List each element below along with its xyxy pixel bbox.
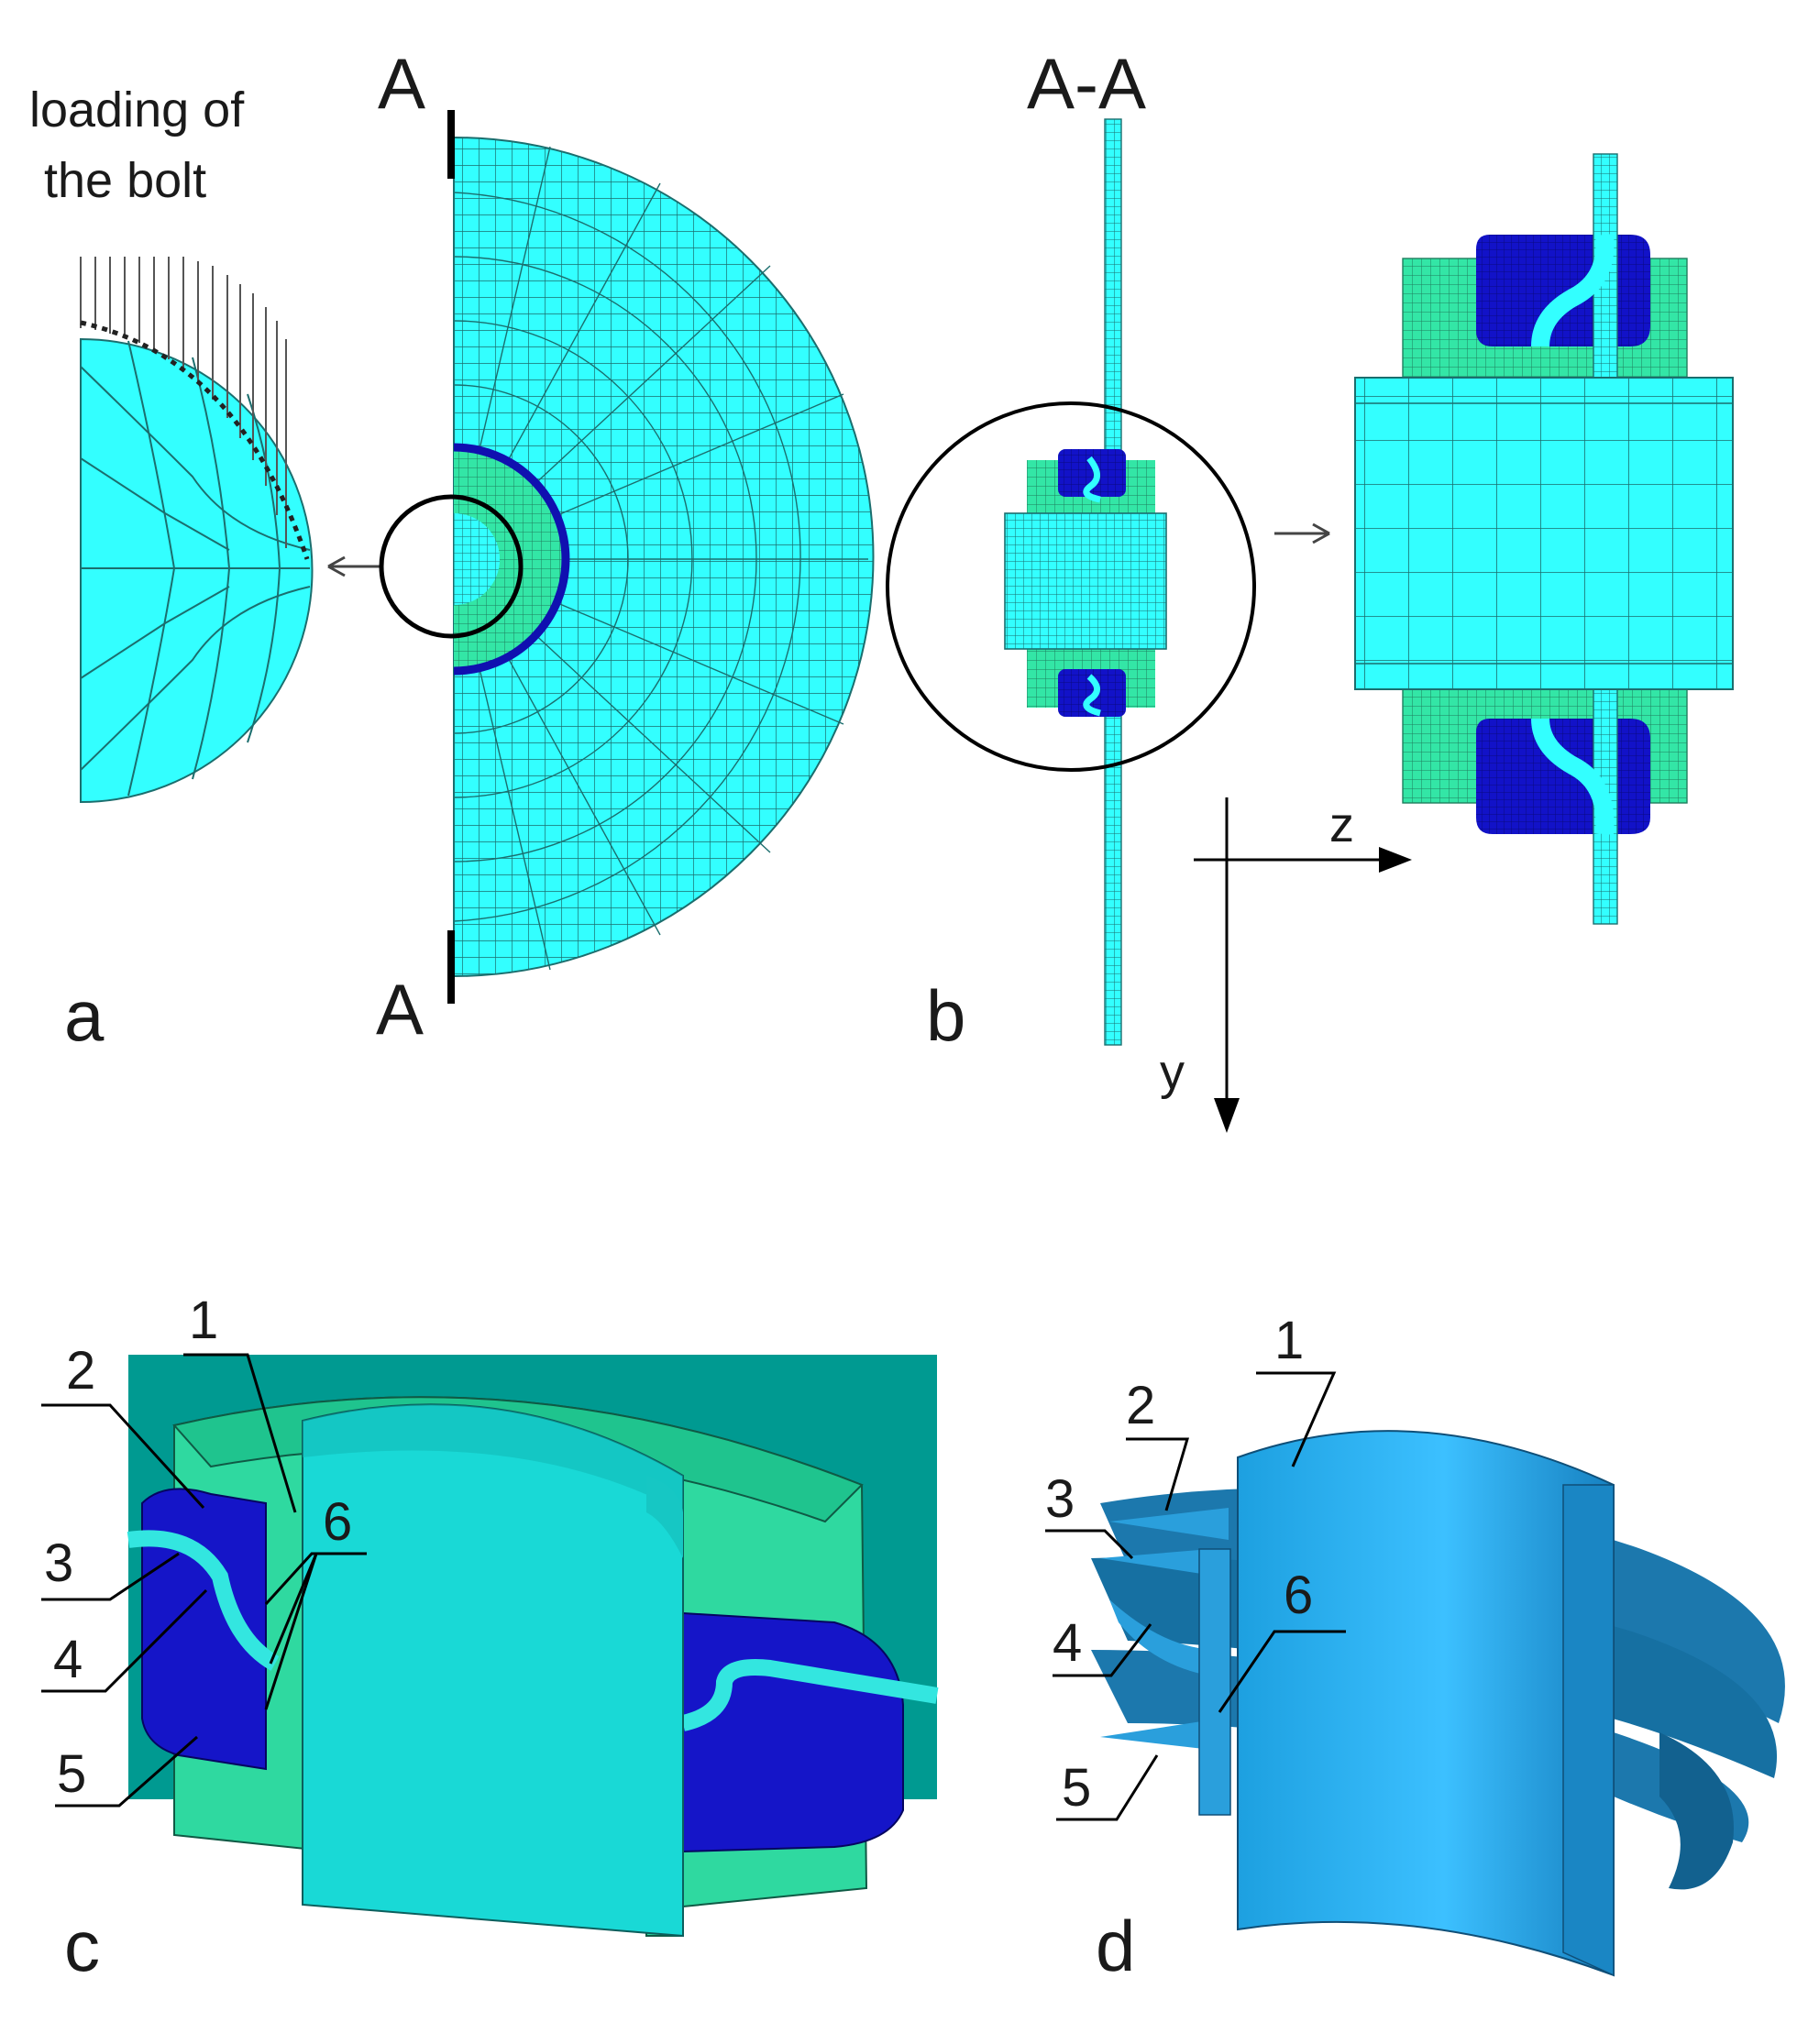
plate-mesh-half-disc bbox=[447, 110, 875, 1004]
section-title: A-A bbox=[1027, 43, 1146, 124]
ring-right bbox=[682, 1611, 904, 1853]
callout-d-2: 2 bbox=[1126, 1376, 1155, 1435]
inner-sleeve bbox=[1198, 1548, 1231, 1816]
zoom-circle-b bbox=[886, 401, 1256, 772]
callout-d-3: 3 bbox=[1045, 1469, 1075, 1529]
axes: z y bbox=[1160, 797, 1412, 1133]
callout-c-1: 1 bbox=[189, 1291, 218, 1350]
panel-label-d: d bbox=[1096, 1906, 1135, 1986]
panel-b: A-A bbox=[886, 43, 1734, 1133]
panel-d: 1 2 3 4 6 5 d bbox=[1045, 1311, 1785, 1986]
callout-d-4: 4 bbox=[1053, 1613, 1082, 1673]
zoom-circle-a bbox=[379, 494, 524, 639]
callout-d-6: 6 bbox=[1284, 1566, 1313, 1625]
axis-y-label: y bbox=[1160, 1045, 1185, 1100]
panel-c: 1 2 3 4 5 6 c bbox=[41, 1291, 939, 1986]
load-arrows bbox=[80, 257, 287, 548]
panel-label-b: b bbox=[926, 975, 965, 1056]
panel-a: loading of the bolt A A a bbox=[29, 43, 875, 1056]
bolt-shell bbox=[1237, 1430, 1615, 1977]
axis-z-label: z bbox=[1329, 797, 1354, 852]
callout-c-6: 6 bbox=[323, 1492, 352, 1552]
callout-c-3: 3 bbox=[44, 1533, 73, 1593]
callout-c-5: 5 bbox=[57, 1744, 86, 1804]
callout-leaders-c bbox=[41, 1353, 367, 1808]
panel-label-c: c bbox=[64, 1906, 100, 1986]
callout-c-4: 4 bbox=[53, 1630, 83, 1689]
callout-d-1: 1 bbox=[1274, 1311, 1304, 1370]
callout-leaders-d bbox=[1045, 1371, 1346, 1821]
section-label-top: A bbox=[378, 43, 425, 124]
panel-label-a: a bbox=[64, 975, 105, 1056]
loading-label-line1: loading of bbox=[29, 82, 245, 137]
loading-label-line2: the bolt bbox=[44, 153, 206, 208]
callout-c-2: 2 bbox=[66, 1341, 95, 1401]
small-section-assembly bbox=[1004, 449, 1167, 717]
bolt-load-detail bbox=[80, 257, 314, 804]
section-label-bottom: A bbox=[376, 969, 424, 1049]
enlarged-section bbox=[1354, 153, 1734, 925]
callout-d-5: 5 bbox=[1062, 1758, 1091, 1818]
